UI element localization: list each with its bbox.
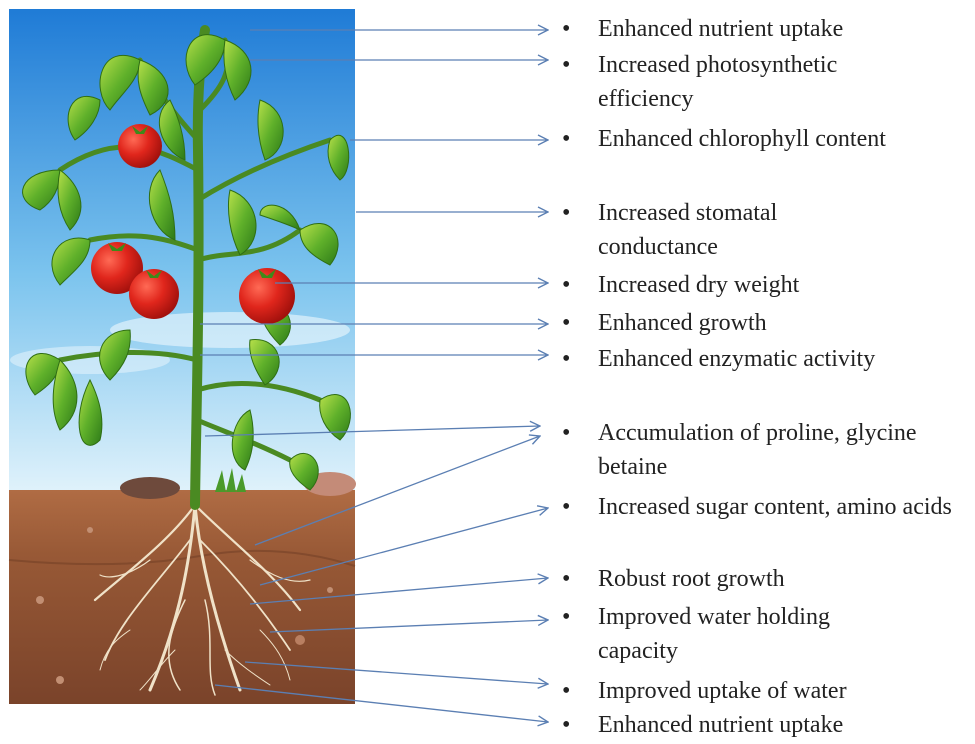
bullet: •: [562, 712, 570, 738]
effect-label: Improved water holding capacity: [598, 600, 898, 668]
bullet: •: [562, 494, 570, 520]
bullet: •: [562, 272, 570, 298]
bullet: •: [562, 16, 570, 42]
rock: [120, 477, 180, 499]
effect-label: Enhanced nutrient uptake: [598, 12, 968, 46]
bullet: •: [562, 52, 570, 78]
bullet: •: [562, 126, 570, 152]
effect-label: Improved uptake of water: [598, 674, 968, 708]
pebble: [87, 527, 93, 533]
bullet: •: [562, 310, 570, 336]
bullet: •: [562, 200, 570, 226]
effect-label: Increased sugar content, amino acids: [598, 490, 968, 524]
effect-label: Enhanced enzymatic activity: [598, 342, 968, 376]
effect-label: Robust root growth: [598, 562, 968, 596]
bullet: •: [562, 420, 570, 446]
pebble: [327, 587, 333, 593]
pebble: [56, 676, 64, 684]
pebble: [36, 596, 44, 604]
effect-label: Enhanced chlorophyll content: [598, 122, 968, 156]
pebble: [295, 635, 305, 645]
effect-label: Enhanced nutrient uptake: [598, 708, 968, 742]
bullet: •: [562, 604, 570, 630]
bullet: •: [562, 678, 570, 704]
effect-label: Accumulation of proline, glycine betaine: [598, 416, 928, 484]
bullet: •: [562, 346, 570, 372]
effect-label: Increased stomatal conductance: [598, 196, 858, 264]
effect-label: Increased photosynthetic efficiency: [598, 48, 918, 116]
tomato: [118, 124, 162, 168]
bullet: •: [562, 566, 570, 592]
effect-label: Enhanced growth: [598, 306, 968, 340]
effect-label: Increased dry weight: [598, 268, 968, 302]
